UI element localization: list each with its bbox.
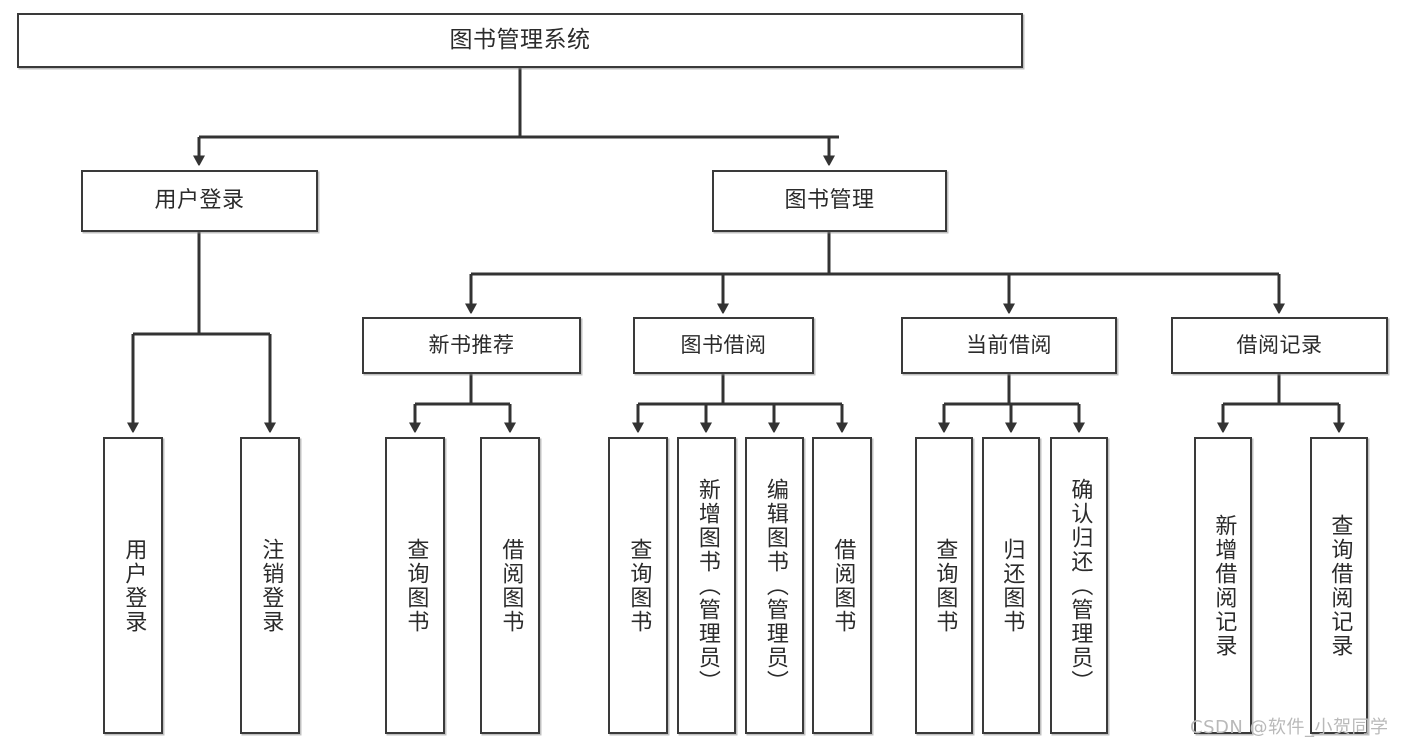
leaf-confirm-return-admin-label: 确认归还（管理员）	[1067, 477, 1093, 694]
leaf-add-book-admin-label: 新增图书（管理员）	[694, 477, 720, 694]
leaf-return-book[interactable]: 归还图书	[982, 437, 1040, 734]
node-new-book-recommend[interactable]: 新书推荐	[362, 317, 581, 374]
leaf-confirm-return-admin[interactable]: 确认归还（管理员）	[1050, 437, 1108, 734]
leaf-user-login[interactable]: 用户登录	[103, 437, 163, 734]
leaf-query-book-3-label: 查询图书	[932, 537, 958, 634]
leaf-user-login-label: 用户登录	[121, 537, 147, 634]
leaf-borrow-book-2-label: 借阅图书	[830, 537, 856, 634]
node-current-borrow[interactable]: 当前借阅	[901, 317, 1117, 374]
leaf-query-book-2[interactable]: 查询图书	[608, 437, 668, 734]
leaf-query-book-3[interactable]: 查询图书	[915, 437, 973, 734]
node-user-login[interactable]: 用户登录	[81, 170, 318, 232]
node-root-label: 图书管理系统	[449, 27, 591, 54]
leaf-logout-login[interactable]: 注销登录	[240, 437, 300, 734]
leaf-return-book-label: 归还图书	[999, 537, 1025, 634]
leaf-query-borrow-record[interactable]: 查询借阅记录	[1310, 437, 1368, 734]
node-book-manage-label: 图书管理	[784, 188, 875, 214]
leaf-query-book-1[interactable]: 查询图书	[385, 437, 445, 734]
node-root-book-management-system[interactable]: 图书管理系统	[17, 13, 1023, 68]
leaf-add-borrow-record-label: 新增借阅记录	[1211, 513, 1237, 658]
node-book-manage[interactable]: 图书管理	[712, 170, 947, 232]
leaf-add-borrow-record[interactable]: 新增借阅记录	[1194, 437, 1252, 734]
leaf-logout-login-label: 注销登录	[258, 537, 284, 634]
leaf-query-book-2-label: 查询图书	[626, 537, 652, 634]
leaf-query-borrow-record-label: 查询借阅记录	[1327, 513, 1353, 658]
leaf-query-book-1-label: 查询图书	[403, 537, 429, 634]
node-book-borrow[interactable]: 图书借阅	[633, 317, 814, 374]
node-book-borrow-label: 图书借阅	[680, 333, 767, 358]
node-new-book-recommend-label: 新书推荐	[428, 333, 515, 358]
leaf-edit-book-admin[interactable]: 编辑图书（管理员）	[745, 437, 804, 734]
leaf-borrow-book-2[interactable]: 借阅图书	[812, 437, 872, 734]
node-current-borrow-label: 当前借阅	[966, 333, 1052, 358]
node-borrow-record[interactable]: 借阅记录	[1171, 317, 1388, 374]
leaf-borrow-book-1-label: 借阅图书	[498, 537, 524, 634]
leaf-borrow-book-1[interactable]: 借阅图书	[480, 437, 540, 734]
node-user-login-label: 用户登录	[154, 188, 245, 214]
leaf-add-book-admin[interactable]: 新增图书（管理员）	[677, 437, 736, 734]
node-borrow-record-label: 借阅记录	[1236, 333, 1323, 358]
leaf-edit-book-admin-label: 编辑图书（管理员）	[762, 477, 788, 694]
